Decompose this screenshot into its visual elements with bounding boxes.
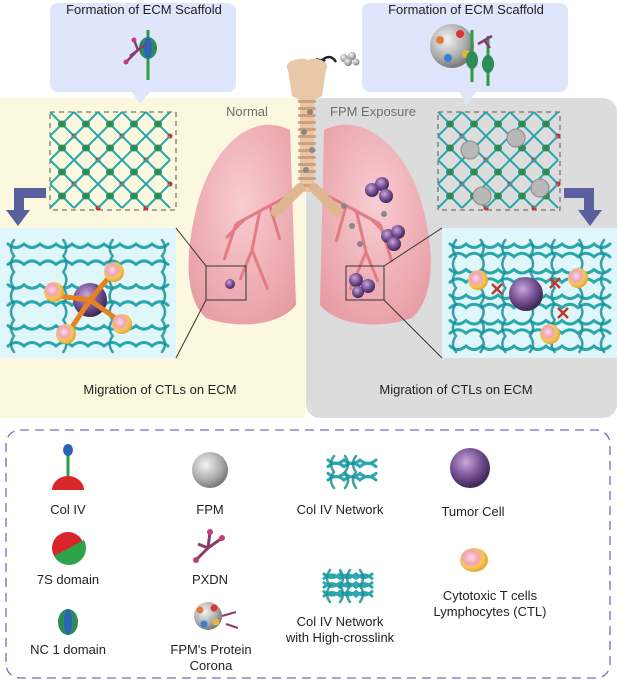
corona-unit-icon [430,24,494,86]
fpm-col4-lattice [437,111,561,211]
legend-corona-icon [194,602,239,630]
legend-high-crosslink-icon [322,568,374,604]
legend-7s-label: 7S domain [36,572,100,587]
fpm-particles [340,52,360,66]
legend-corona-label-2: Corona [189,658,233,673]
legend-fpm-label: FPM [196,502,224,517]
legend-tumor-icon [450,448,490,488]
fpm-exposure-label: FPM Exposure [330,104,416,119]
legend-col4-network-label: Col IV Network [296,502,384,517]
fpm-inset-ctl-cells [468,268,588,344]
right-bubble-title: Formation of ECM Scaffold [388,2,544,17]
fpm-caption: Migration of CTLs on ECM [379,382,533,397]
normal-label: Normal [226,104,268,119]
legend-pxdn-icon [193,529,225,563]
legend-box [5,429,611,679]
legend-nc1-label: NC 1 domain [30,642,106,657]
fpm-inset-tumor-cell [509,277,543,311]
legend-ctl-icon [460,548,488,572]
lung-small-tumor [225,279,235,289]
legend-fpm-icon [192,452,228,488]
legend-pxdn-label: PXDN [191,572,229,587]
legend-ctl-label-2: Lymphocytes (CTL) [433,604,547,619]
normal-col4-lattice [49,111,173,211]
fpm-zoom-line-2 [383,299,443,359]
normal-inset-ctl-cells [44,262,132,344]
legend-col4-icon [52,444,84,490]
legend-corona-label-1: FPM's Protein [170,642,252,657]
legend-high-crosslink-label-1: Col IV Network [296,614,384,629]
col4-unit-icon [123,30,157,80]
legend-col4-network-icon [326,454,378,490]
normal-inset-network [6,238,170,354]
normal-zoom-line-2 [175,299,207,359]
trachea [271,58,343,217]
lung-tumor-clusters [349,177,405,298]
normal-caption: Migration of CTLs on ECM [83,382,237,397]
left-bubble-title: Formation of ECM Scaffold [66,2,222,17]
normal-zoom-square [205,265,247,301]
legend-high-crosslink-label-2: with High-crosslink [285,630,395,645]
lung-fpm-particles [301,109,387,247]
legend-7s-icon [52,532,86,565]
fpm-down-arrow [564,188,602,226]
normal-zoom-line [175,227,207,267]
fpm-zoom-line [383,227,443,267]
normal-down-arrow [6,188,46,226]
fpm-zoom-square [345,265,385,301]
legend-col4-label: Col IV [50,502,86,517]
legend-ctl-label-1: Cytotoxic T cells [442,588,538,603]
legend-tumor-label: Tumor Cell [441,504,505,519]
legend-nc1-icon [58,609,78,635]
lungs-illustration [188,124,431,325]
